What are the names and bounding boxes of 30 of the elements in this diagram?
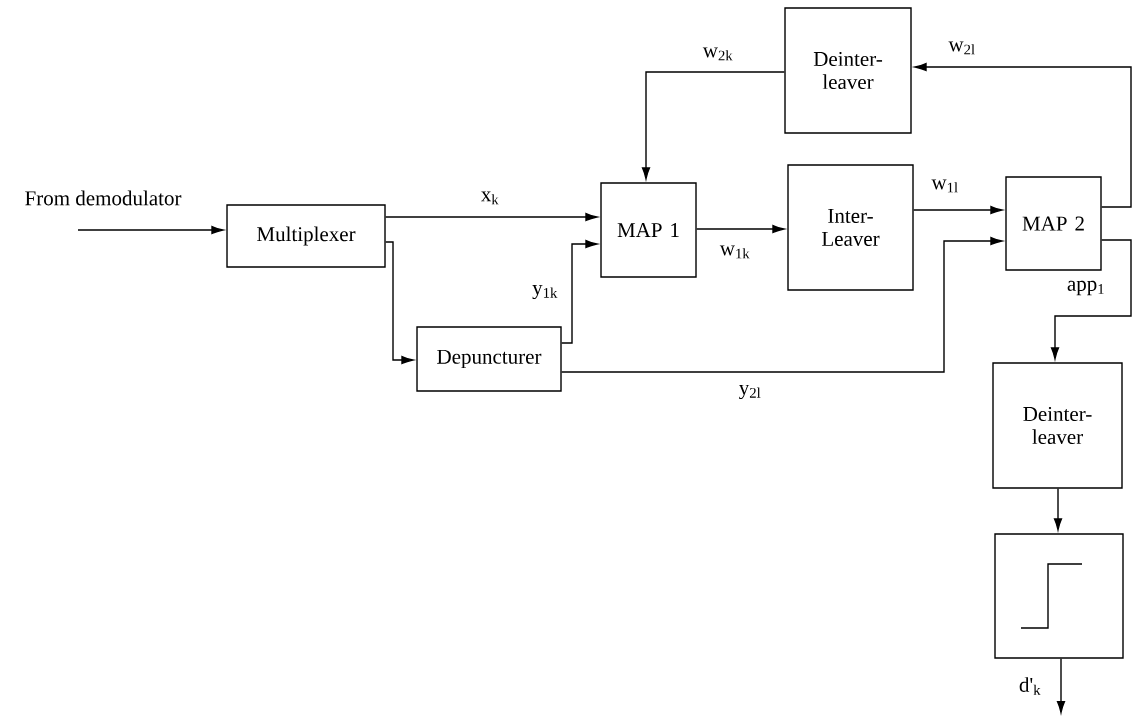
edge-label: y$_{1k}$ <box>531 283 559 301</box>
block-box: Deinter- leaver <box>992 362 1123 489</box>
edge-label: y$_{2l}$ <box>737 383 763 401</box>
arrow <box>913 205 1003 215</box>
block-box: Inter- Leaver <box>787 164 914 291</box>
block-box: Deinter- leaver <box>784 7 912 134</box>
arrow <box>561 239 598 344</box>
block-box: Depuncturer <box>416 326 562 392</box>
arrow <box>561 236 1003 373</box>
edge-label: w$_{2k}$ <box>701 46 735 62</box>
edge-label: w$_{1l}$ <box>930 178 960 194</box>
arrow <box>914 62 1132 208</box>
edge-label: w$_{1k}$ <box>718 244 752 260</box>
arrow <box>1053 488 1063 531</box>
arrow <box>77 225 224 235</box>
arrow <box>641 71 785 180</box>
arrow <box>385 241 414 365</box>
arrow <box>385 212 598 222</box>
hard-limiter-box <box>994 533 1124 659</box>
block-box: MAP 2 <box>1005 176 1102 271</box>
edge-label: x$_{k}$ <box>479 190 501 206</box>
edge-label: w$_{2l}$ <box>947 40 977 56</box>
block-box: Multiplexer <box>226 204 386 268</box>
edge-label: app$_{1}$ <box>1065 279 1107 297</box>
arrow <box>1050 239 1132 360</box>
block-box: MAP 1 <box>600 182 697 278</box>
arrow <box>1056 658 1066 714</box>
arrow <box>696 224 785 234</box>
input-label: From demodulator <box>25 190 182 206</box>
edge-label: d'$_{k}$ <box>1017 676 1043 696</box>
